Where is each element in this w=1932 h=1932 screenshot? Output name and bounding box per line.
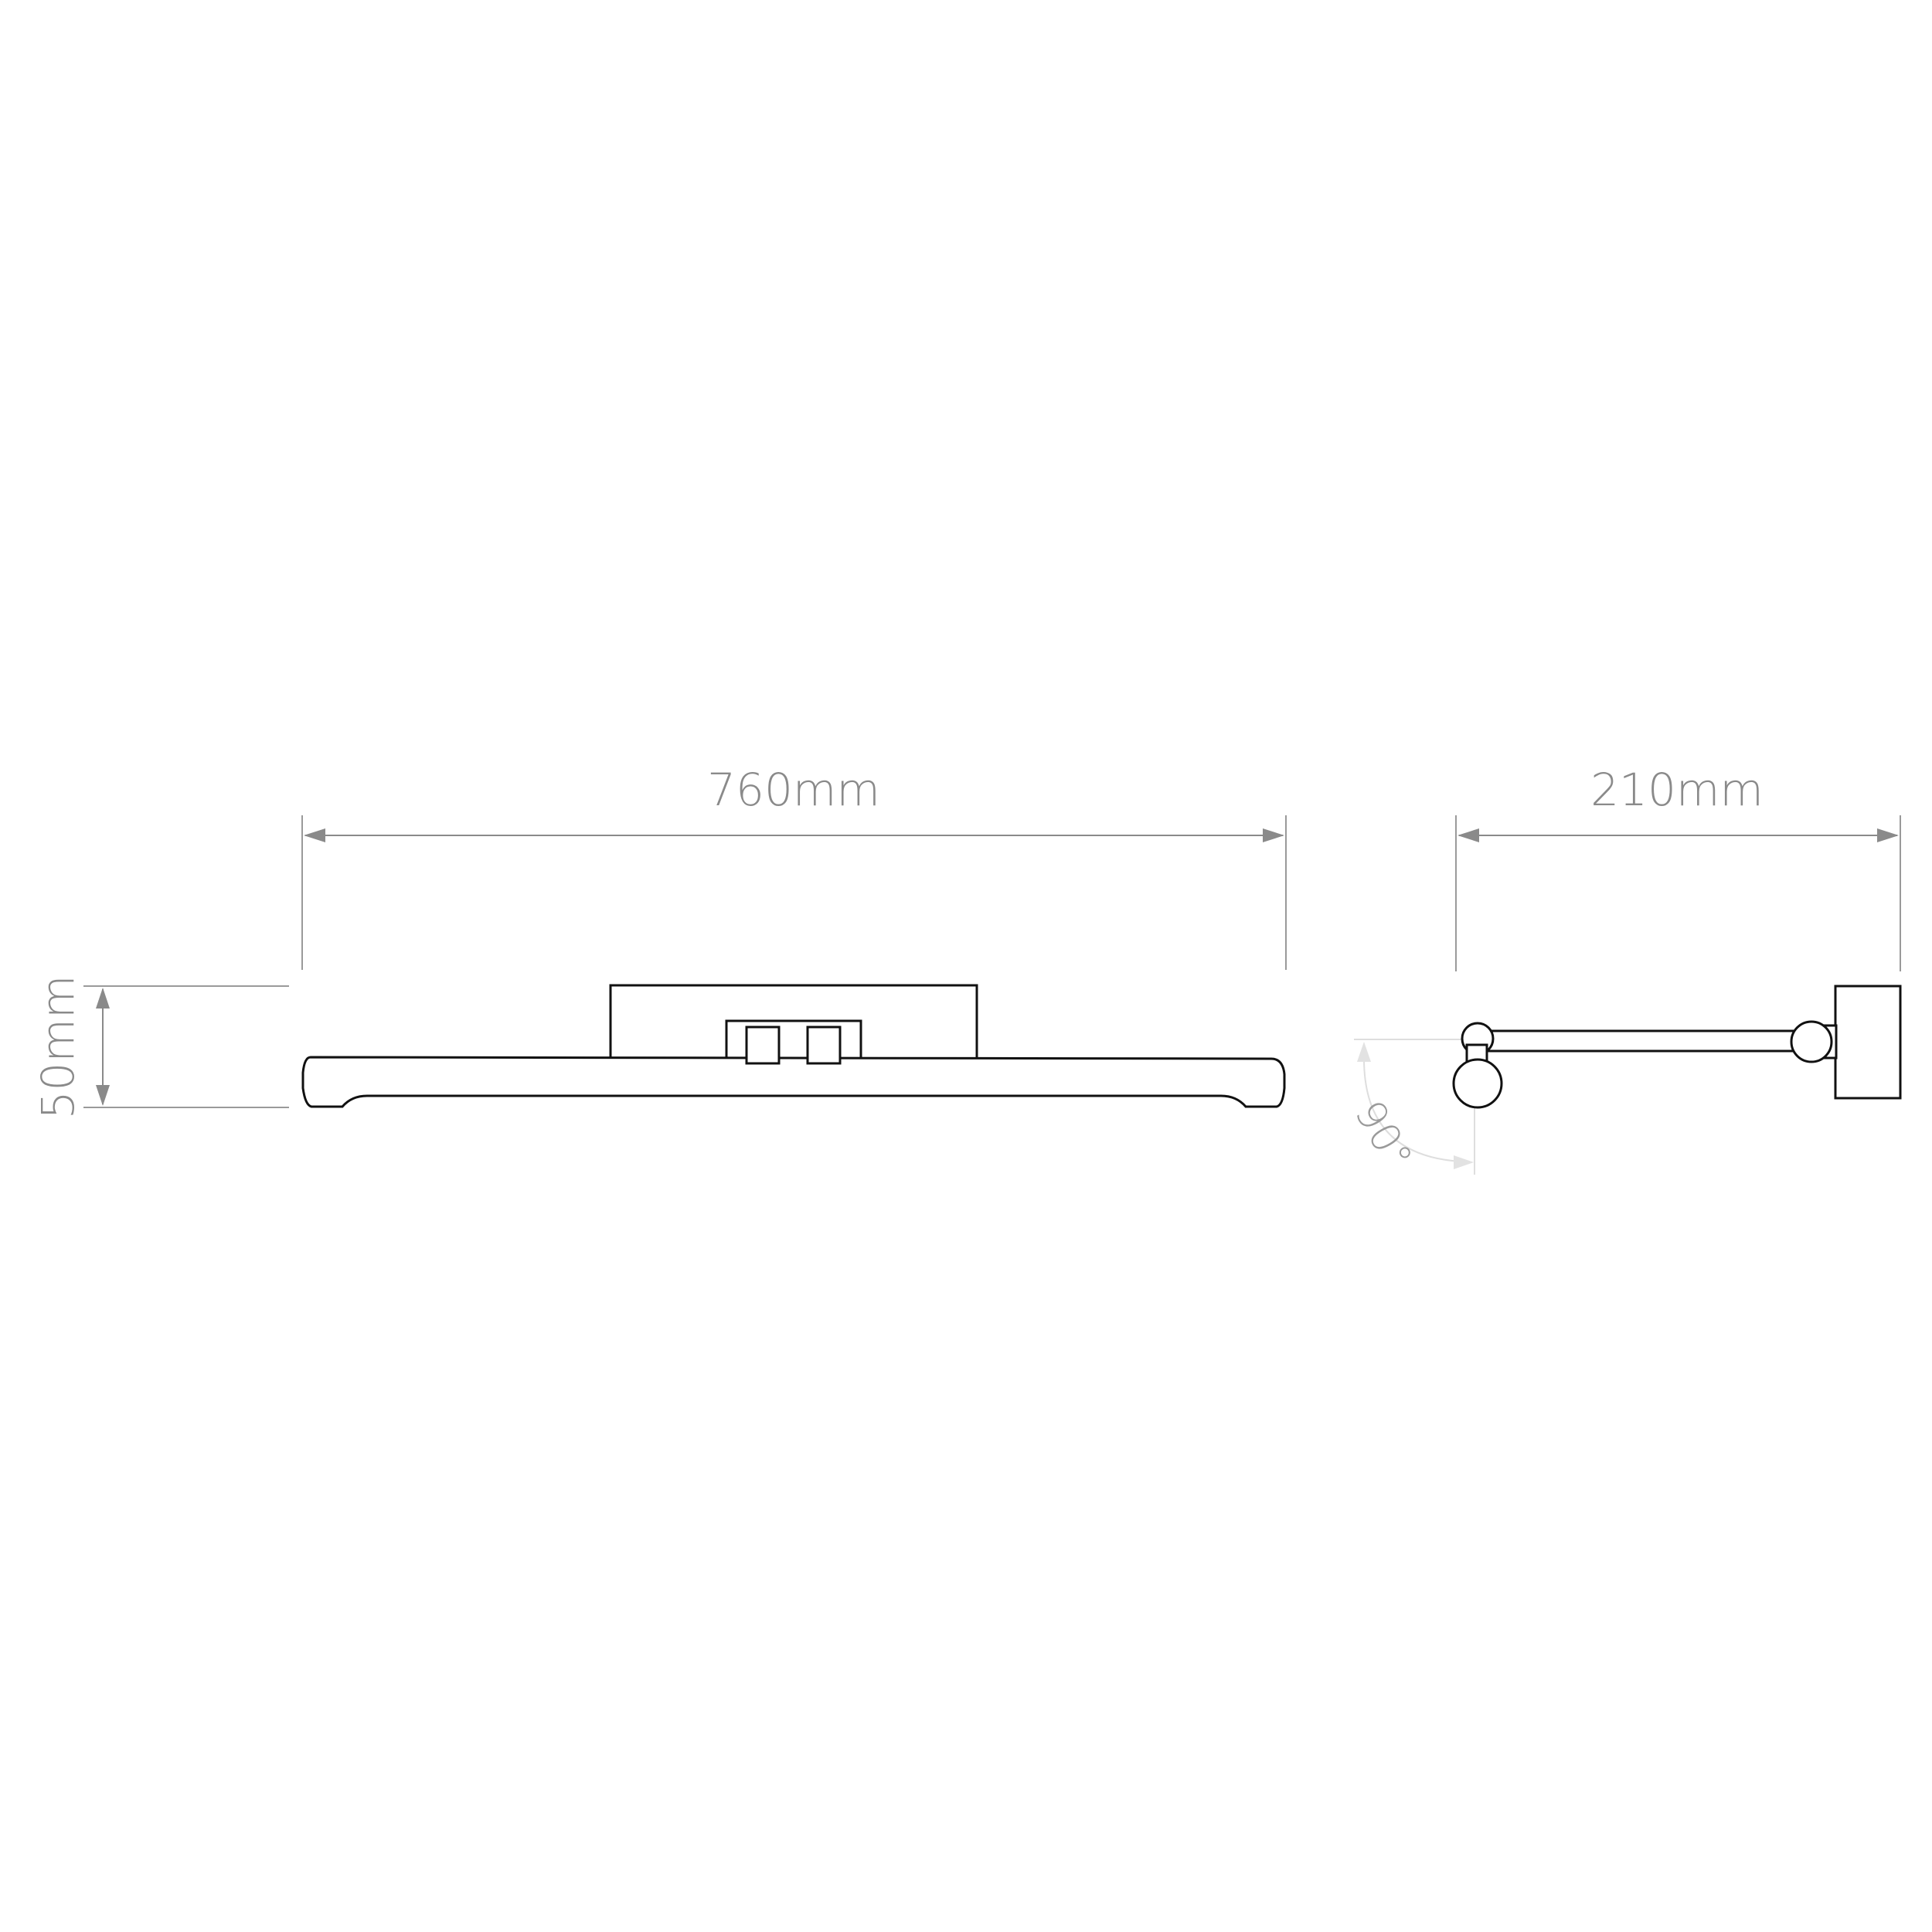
angle-label: 90°	[1345, 1094, 1421, 1179]
depth-arrow-left	[1458, 828, 1479, 842]
height-label: 50mm	[32, 975, 84, 1120]
width-arrow-left	[304, 828, 325, 842]
width-arrow-right	[1263, 828, 1284, 842]
rotation-arc	[1363, 1058, 1461, 1162]
rotation-guide: 90°	[1345, 1039, 1475, 1178]
clamp-right	[806, 1026, 842, 1065]
side-view: 210mm 90°	[1345, 764, 1902, 1178]
width-dimension: 760mm	[301, 764, 1287, 970]
lamp-head-end	[1452, 1058, 1503, 1109]
lamp-arm	[1486, 1029, 1798, 1053]
lamp-bar	[301, 1056, 1286, 1108]
rotation-arrow-right	[1454, 1155, 1474, 1169]
width-label: 760mm	[707, 764, 880, 816]
height-arrow-top	[96, 988, 110, 1009]
height-arrow-bottom	[96, 1085, 110, 1106]
clamp-left	[745, 1026, 781, 1065]
height-dimension: 50mm	[32, 975, 289, 1120]
front-view: 760mm 50mm	[32, 764, 1287, 1120]
side-wall-plate	[1834, 985, 1902, 1100]
rear-joint	[1790, 1020, 1833, 1063]
depth-label: 210mm	[1590, 764, 1764, 816]
depth-arrow-right	[1877, 828, 1899, 842]
depth-dimension: 210mm	[1455, 764, 1901, 971]
rotation-arrow-top	[1357, 1042, 1371, 1062]
